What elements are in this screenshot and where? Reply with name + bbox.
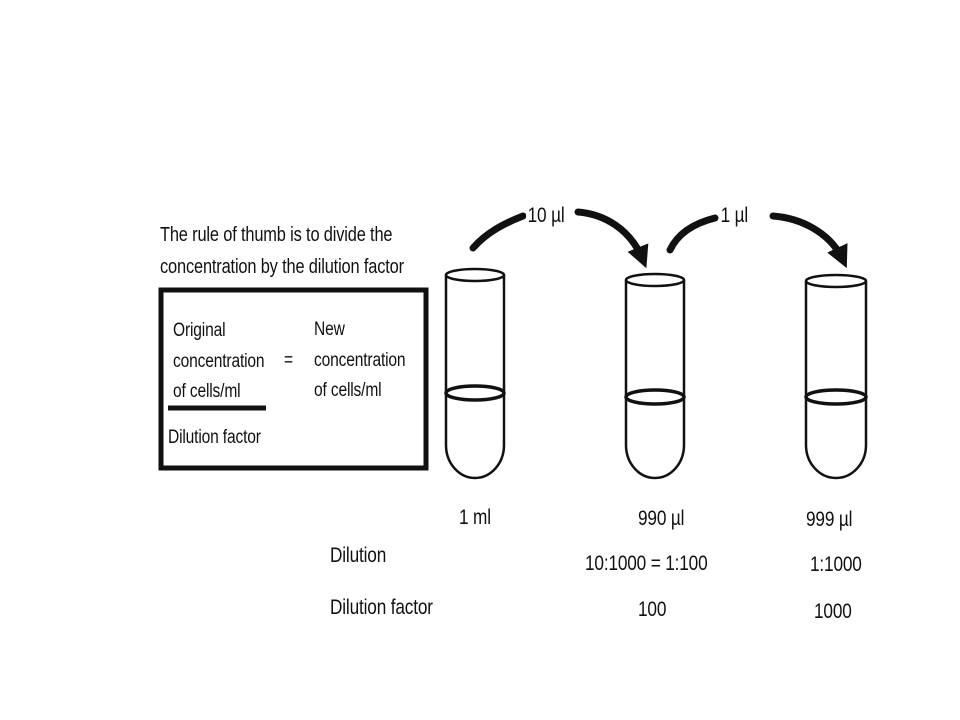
transfer-arrow-2 xyxy=(769,212,848,269)
tube-volume-label: 999 µl xyxy=(806,508,853,531)
formula-box xyxy=(158,287,429,471)
denominator-label: Dilution factor xyxy=(168,427,261,448)
result-line: of cells/ml xyxy=(314,380,382,401)
test-tube xyxy=(624,272,686,480)
result-line: New xyxy=(314,319,345,340)
transfer-arrow-1 xyxy=(574,208,649,269)
rule-line-1: The rule of thumb is to divide the xyxy=(160,224,393,246)
numerator-line: of cells/ml xyxy=(173,381,241,402)
rule-line-2: concentration by the dilution factor xyxy=(160,256,404,278)
tube-volume-label: 1 ml xyxy=(459,506,491,529)
dilution-factor-row-label: Dilution factor xyxy=(330,596,433,619)
numerator-line: concentration xyxy=(173,351,265,372)
transfer-arrow-2 xyxy=(666,214,719,254)
liquid-surface xyxy=(624,388,686,406)
transfer-arrow-1 xyxy=(469,212,527,252)
dilution-factor-value: 1000 xyxy=(814,600,852,623)
dilution-value: 1:1000 xyxy=(810,553,862,576)
transfer-volume-label: 10 µl xyxy=(526,204,567,227)
liquid-surface xyxy=(804,388,868,406)
liquid-surface xyxy=(444,384,506,402)
dilution-factor-value: 100 xyxy=(638,598,667,621)
dilution-row-label: Dilution xyxy=(330,544,387,567)
dilution-value: 10:1000 = 1:100 xyxy=(585,552,708,575)
tube-volume-label: 990 µl xyxy=(638,507,685,530)
test-tube xyxy=(444,267,506,480)
transfer-volume-label: 1 µl xyxy=(719,204,750,227)
test-tube xyxy=(804,273,868,480)
equals-sign: = xyxy=(284,350,293,371)
result-line: concentration xyxy=(314,350,406,371)
numerator-line: Original xyxy=(173,320,226,341)
